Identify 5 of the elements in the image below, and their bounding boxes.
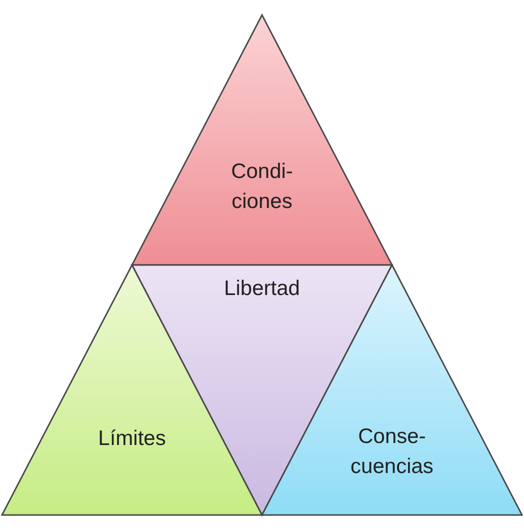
triangle-segment: [132, 15, 392, 265]
segment-label: Condi- ciones: [230, 159, 294, 216]
segment-label: Conse- cuencias: [350, 424, 434, 480]
segment-label: Límites: [97, 426, 167, 452]
segment-label: Libertad: [223, 276, 301, 302]
